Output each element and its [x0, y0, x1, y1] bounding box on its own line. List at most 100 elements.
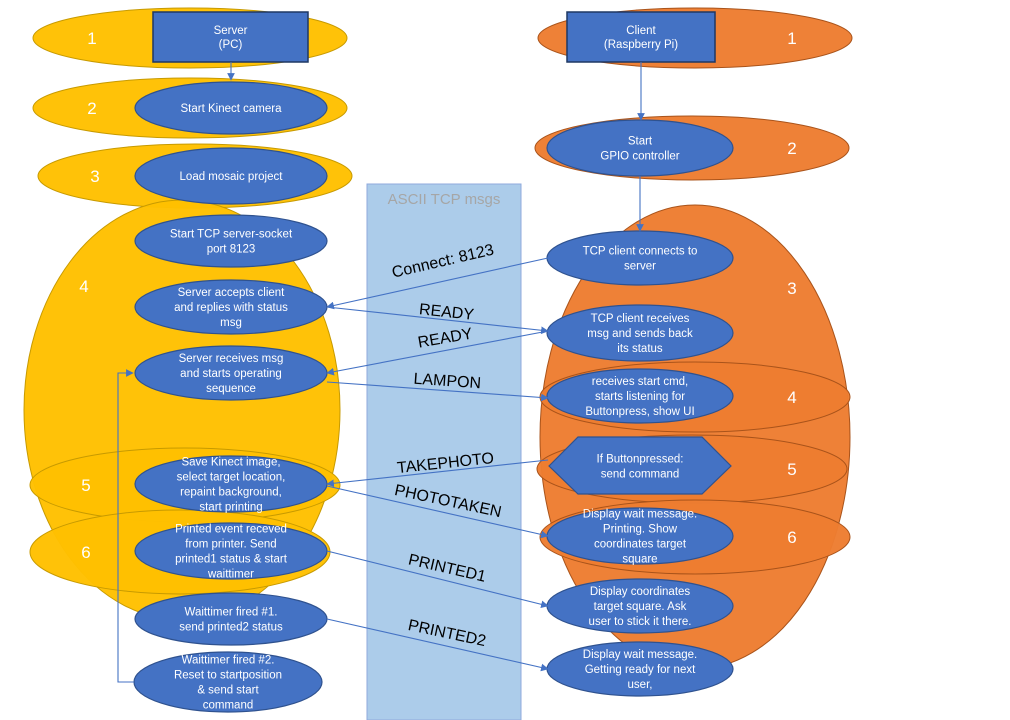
client-node-6-label: coordinates target — [594, 539, 687, 551]
server-node-7-label: waittimer — [207, 569, 254, 581]
client-node-7: Display coordinates target square. Ask use… — [546, 578, 734, 634]
client-node-4-label: receives start cmd, — [592, 376, 689, 388]
server-node-6-label: Save Kinect image, — [181, 457, 280, 469]
server-node-9: Waittimer fired #2. Reset to startpositio… — [133, 651, 323, 713]
message-arrow — [326, 618, 549, 672]
message-arrow — [326, 459, 549, 488]
client-node-4-label: starts listening for — [595, 391, 685, 403]
client-node-7-label: target square. Ask — [594, 601, 687, 613]
client-node-7-label: user to stick it there. — [589, 616, 692, 628]
message-4: LAMPON — [326, 371, 549, 402]
client-node-3-label: its status — [617, 343, 663, 355]
client-node-2: TCP client connects to server — [546, 230, 734, 286]
band-rect — [366, 183, 522, 720]
server-node-7-label: Printed event receved — [175, 524, 287, 536]
client-node-3-label: msg and sends back — [587, 328, 693, 340]
client-node-1-label: Start — [628, 136, 653, 148]
server-node-7-label: from printer. Send — [185, 539, 276, 551]
server-node-4: Server accepts client and replies with st… — [134, 279, 328, 335]
server-node-1: Start Kinect camera — [134, 81, 328, 135]
client-node-6: Display wait message. Printing. Show coord… — [546, 507, 734, 566]
message-arrow — [326, 381, 549, 402]
client-phase-number: 1 — [787, 29, 796, 48]
server-node-5-label: sequence — [206, 383, 256, 395]
client-node-3-label: TCP client receives — [591, 313, 690, 325]
band-title: ASCII TCP msgs — [388, 191, 501, 208]
server-node-3-label: Start TCP server-socket — [170, 229, 293, 241]
server-node-6: Save Kinect image, select target location… — [134, 455, 328, 514]
client-node-8: Display wait message. Getting ready for n… — [546, 641, 734, 697]
server-loop-arrow — [117, 369, 134, 683]
server-node-9-label: Waittimer fired #2. — [182, 655, 275, 667]
client-node-8-label: user, — [628, 679, 653, 691]
server-node-4-label: and replies with status — [174, 302, 288, 314]
server-phase-number: 5 — [81, 476, 90, 495]
server-node-2-ellipse — [134, 147, 328, 205]
message-arrow — [326, 257, 549, 310]
client-phase-number: 5 — [787, 460, 796, 479]
client-node-8-label: Display wait message. — [583, 649, 697, 661]
server-node-5-label: Server receives msg — [179, 353, 284, 365]
client-node-8-label: Getting ready for next — [585, 664, 696, 676]
server-phase-number: 4 — [79, 277, 88, 296]
server-node-3-label: port 8123 — [207, 244, 256, 256]
message-arrow — [326, 306, 549, 335]
server-node-5-label: and starts operating — [180, 368, 282, 380]
server-phase-number: 6 — [81, 543, 90, 562]
message-2: READY — [326, 301, 549, 335]
client-node-1-label: GPIO controller — [600, 151, 679, 163]
client-header-box — [566, 11, 716, 63]
server-node-7: Printed event receved from printer. Send p… — [134, 522, 328, 581]
client-node-6-label: square — [622, 554, 657, 566]
server-header-label: Server — [214, 25, 248, 37]
client-node-4-label: Buttonpress, show UI — [585, 406, 694, 418]
client-node-5-hexagon — [548, 436, 732, 495]
client-node-6-label: Printing. Show — [603, 524, 678, 536]
client-header-label: Client — [626, 25, 656, 37]
server-phase-number: 3 — [90, 167, 99, 186]
client-header-label: (Raspberry Pi) — [604, 39, 678, 51]
server-node-9-label: & send start — [197, 685, 259, 697]
server-node-9-label: command — [203, 700, 254, 712]
client-node-2-label: server — [624, 261, 656, 273]
message-label: READY — [418, 301, 475, 324]
client-node-3: TCP client receives msg and sends back its… — [546, 304, 734, 362]
server-header-label: (PC) — [219, 39, 243, 51]
client-node-5-label: send command — [601, 469, 680, 481]
server-node-2-label: Load mosaic project — [180, 171, 284, 183]
client-node-5-label: If Buttonpressed: — [597, 454, 684, 466]
server-node-3: Start TCP server-socket port 8123 — [134, 214, 328, 268]
server-node-7-label: printed1 status & start — [175, 554, 288, 566]
client-node-1-ellipse — [546, 119, 734, 177]
server-node-2: Load mosaic project — [134, 147, 328, 205]
server-node-6-label: repaint background, — [180, 487, 282, 499]
client-phase-number: 3 — [787, 279, 796, 298]
message-arrow — [326, 330, 549, 376]
client-phase-number: 2 — [787, 139, 796, 158]
server-phase-number: 1 — [87, 29, 96, 48]
server-node-8-label: Waittimer fired #1. — [185, 607, 278, 619]
server-node-6-label: select target location, — [177, 472, 286, 484]
message-arrow — [326, 485, 549, 539]
server-header-box — [152, 11, 309, 63]
server-node-1-label: Start Kinect camera — [181, 103, 283, 115]
server-node-4-label: Server accepts client — [178, 287, 286, 299]
client-node-5: If Buttonpressed: send command — [548, 436, 732, 495]
ascii-tcp-band: ASCII TCP msgs — [366, 183, 522, 720]
server-node-8-label: send printed2 status — [179, 622, 283, 634]
client-node-6-label: Display wait message. — [583, 509, 697, 521]
client-phase-number: 6 — [787, 528, 796, 547]
server-phase-number: 2 — [87, 99, 96, 118]
client-node-7-label: Display coordinates — [590, 586, 691, 598]
message-label: LAMPON — [413, 371, 482, 393]
server-node-9-label: Reset to startposition — [174, 670, 282, 682]
client-node-2-ellipse — [546, 230, 734, 286]
client-node-4: receives start cmd, starts listening forB… — [546, 368, 734, 424]
server-node-4-label: msg — [220, 317, 242, 329]
server-header: Server (PC) — [152, 11, 309, 63]
client-node-2-label: TCP client connects to — [583, 246, 698, 258]
server-node-8-ellipse — [134, 592, 328, 646]
client-phase-number: 4 — [787, 388, 796, 407]
